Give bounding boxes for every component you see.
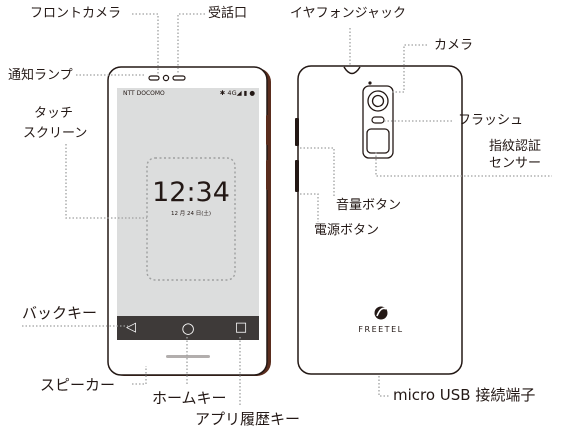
brand-logo-mark bbox=[376, 307, 387, 317]
navigation-bar bbox=[117, 316, 259, 340]
leader-front-camera bbox=[132, 13, 159, 74]
leader-lines bbox=[22, 13, 552, 405]
label-volume-button: 音量ボタン bbox=[336, 198, 402, 213]
label-touchscreen-line1: タッチ bbox=[34, 106, 74, 121]
label-home-key: ホームキー bbox=[152, 389, 227, 407]
front-sensor bbox=[148, 75, 160, 81]
label-speaker: スピーカー bbox=[40, 376, 116, 394]
front-screen bbox=[117, 88, 259, 316]
leader-touchscreen bbox=[65, 144, 147, 219]
nav-recent-icon[interactable]: □ bbox=[234, 320, 248, 335]
clock-date: 12 月 24 日(土) bbox=[170, 211, 212, 217]
label-micro-usb: micro USB 接続端子 bbox=[393, 386, 536, 404]
brand-name: FREETEL bbox=[358, 325, 404, 334]
label-receiver: 受話口 bbox=[208, 6, 248, 21]
back-mic-dot bbox=[368, 81, 372, 85]
headphone-jack-notch bbox=[343, 66, 361, 75]
label-power-button: 電源ボタン bbox=[314, 223, 380, 238]
back-phone-body bbox=[297, 65, 463, 375]
earpiece-slot bbox=[172, 75, 186, 81]
label-fingerprint-line1: 指紋認証 bbox=[489, 139, 542, 154]
flash-led bbox=[371, 116, 385, 124]
bottom-bezel-mark bbox=[166, 355, 210, 358]
label-fingerprint-line2: センサー bbox=[489, 156, 542, 171]
leader-speaker bbox=[132, 366, 147, 385]
fingerprint-sensor bbox=[366, 128, 390, 154]
carrier-label: NTT DOCOMO bbox=[123, 90, 165, 97]
back-volume-button bbox=[295, 118, 299, 146]
front-volume-button bbox=[266, 115, 270, 145]
nav-home-icon[interactable]: ○ bbox=[181, 319, 195, 337]
status-icons: ✱ 4G◢ ▮ ● bbox=[219, 89, 255, 97]
camera-lens-inner bbox=[371, 94, 385, 108]
status-bar: NTT DOCOMO ✱ 4G◢ ▮ ● bbox=[121, 89, 257, 102]
touchscreen-highlight bbox=[146, 157, 236, 281]
label-recent-apps-key: アプリ履歴キー bbox=[195, 410, 301, 428]
label-touchscreen-line2: スクリーン bbox=[23, 126, 88, 141]
leader-power bbox=[300, 193, 319, 222]
front-camera-lens bbox=[162, 74, 170, 82]
leader-receiver bbox=[177, 13, 205, 74]
leader-fingerprint bbox=[375, 152, 552, 177]
label-headphone-jack: イヤフォンジャック bbox=[290, 6, 406, 21]
front-phone bbox=[107, 66, 271, 376]
front-power-button bbox=[266, 160, 270, 190]
label-front-camera: フロントカメラ bbox=[30, 6, 122, 21]
leader-volume bbox=[300, 147, 335, 196]
leader-micro-usb bbox=[378, 376, 390, 397]
label-camera: カメラ bbox=[434, 38, 474, 53]
leader-camera bbox=[390, 44, 427, 93]
back-power-button bbox=[295, 160, 299, 192]
label-flash: フラッシュ bbox=[458, 113, 524, 128]
label-back-key: バックキー bbox=[22, 304, 98, 322]
back-phone bbox=[295, 65, 463, 375]
clock-time: 12:34 bbox=[152, 177, 230, 208]
nav-back-icon[interactable]: ◁ bbox=[126, 320, 136, 335]
label-notification-lamp: 通知ランプ bbox=[8, 68, 73, 83]
